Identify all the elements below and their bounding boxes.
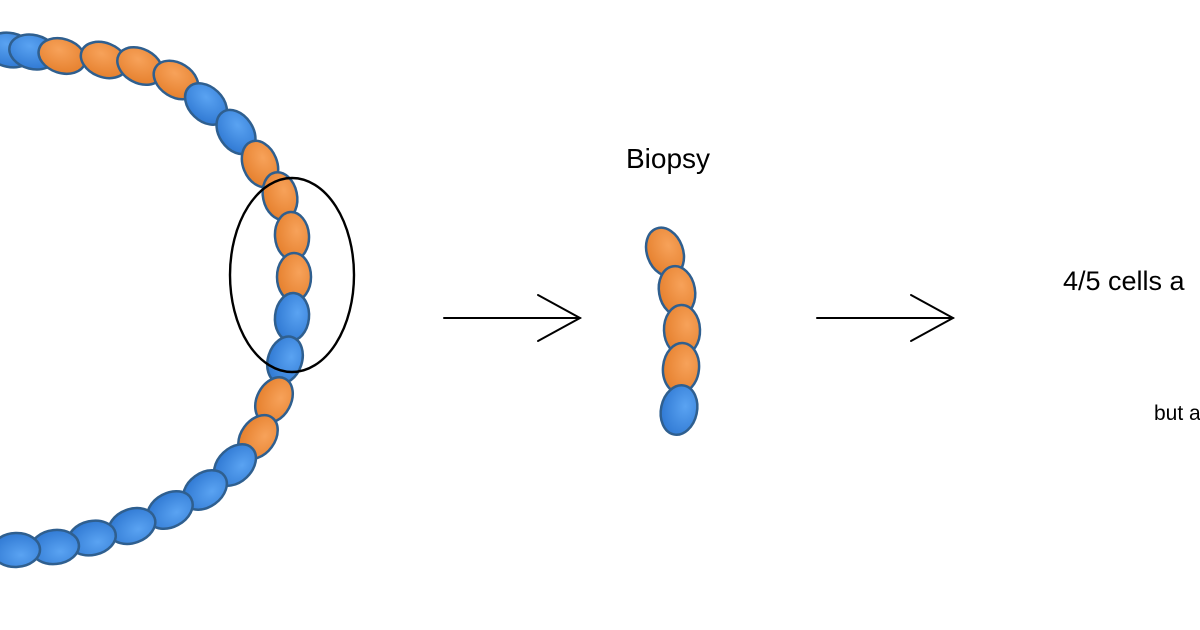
biopsy-sample [644, 226, 702, 436]
biopsy-selection-circle [228, 176, 356, 374]
tissue-ring [0, 31, 313, 569]
ring-cell [273, 291, 311, 343]
arrow-to-result [816, 294, 956, 342]
biopsy-cell [659, 384, 699, 436]
note-text: but a [1154, 402, 1200, 425]
biopsy-title: Biopsy [626, 143, 711, 174]
ring-cell [0, 531, 42, 569]
result-text: 4/5 cells a [1063, 266, 1185, 296]
arrow-to-biopsy [443, 294, 583, 342]
